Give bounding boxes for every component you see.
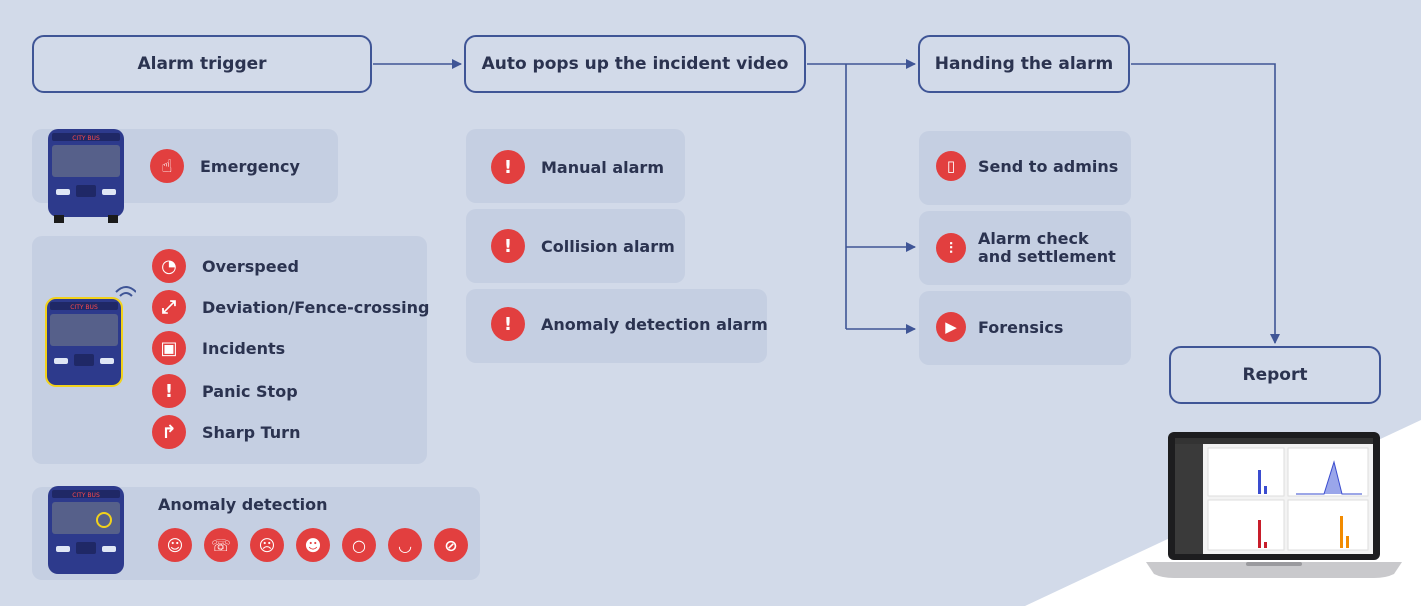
lane-deviation-icon: ⤢ <box>152 290 186 324</box>
check-label-line1: Alarm check <box>978 229 1089 248</box>
emergency-item: ☝ Emergency <box>150 149 300 183</box>
collision-alarm-label: Collision alarm <box>541 236 675 256</box>
exclamation-icon: ! <box>491 150 525 184</box>
report-node: Report <box>1169 346 1381 404</box>
anomaly-alarm-item: ! Anomaly detection alarm <box>491 307 768 341</box>
forensics-item: ▶ Forensics <box>936 312 1063 342</box>
laptop-dashboard-icon <box>1146 432 1402 578</box>
overspeed-label: Overspeed <box>202 256 299 276</box>
forensics-label: Forensics <box>978 317 1064 337</box>
auto-popup-label: Auto pops up the incident video <box>481 54 789 74</box>
incidents-label: Incidents <box>202 338 286 358</box>
report-label: Report <box>1242 365 1308 385</box>
handling-node: Handing the alarm <box>918 35 1130 93</box>
manual-alarm-item: ! Manual alarm <box>491 150 664 184</box>
play-clock-icon: ▶ <box>936 312 966 342</box>
incidents-item: ▣ Incidents <box>152 331 285 365</box>
sharp-turn-item: ↱ Sharp Turn <box>152 415 300 449</box>
handling-label: Handing the alarm <box>934 54 1114 74</box>
distraction-icon: ☻ <box>296 528 330 562</box>
anomaly-title: Anomaly detection <box>158 495 328 514</box>
city-bus-highlighted-icon: CITY BUS <box>45 286 136 387</box>
svg-text:CITY BUS: CITY BUS <box>72 135 100 142</box>
svg-text:CITY BUS: CITY BUS <box>70 304 98 311</box>
speedometer-icon: ◔ <box>152 249 186 283</box>
emergency-label: Emergency <box>200 156 300 176</box>
deviation-item: ⤢ Deviation/Fence-crossing <box>152 290 429 324</box>
auto-popup-node: Auto pops up the incident video <box>464 35 806 93</box>
exclamation-icon: ! <box>491 307 525 341</box>
alarm-trigger-node: Alarm trigger <box>32 35 372 93</box>
city-bus-driver-icon: CITY BUS <box>48 486 124 574</box>
smoking-icon: ☺ <box>158 528 192 562</box>
anomaly-title-label: Anomaly detection <box>158 495 328 514</box>
check-label-line2: and settlement <box>978 247 1116 266</box>
sharp-turn-label: Sharp Turn <box>202 422 301 442</box>
svg-text:CITY BUS: CITY BUS <box>72 492 100 499</box>
alarm-trigger-label: Alarm trigger <box>137 54 267 74</box>
check-label: Alarm check and settlement <box>978 230 1116 266</box>
drowsy-icon: ☹ <box>250 528 284 562</box>
deviation-label: Deviation/Fence-crossing <box>202 297 430 317</box>
eyes-closed-icon: ◡ <box>388 528 422 562</box>
overspeed-item: ◔ Overspeed <box>152 249 299 283</box>
hand-press-alert-icon: ☝ <box>150 149 184 183</box>
check-item: ⫶ Alarm check and settlement <box>936 230 1116 266</box>
collision-alarm-item: ! Collision alarm <box>491 229 675 263</box>
brake-alert-icon: ! <box>152 374 186 408</box>
audio-wave-icon: ⫶ <box>936 233 966 263</box>
bus-incident-icon: ▣ <box>152 331 186 365</box>
panic-stop-label: Panic Stop <box>202 381 298 401</box>
yawning-icon: ○ <box>342 528 376 562</box>
city-bus-icon: CITY BUS <box>48 129 124 223</box>
panic-stop-item: ! Panic Stop <box>152 374 298 408</box>
phone-icon: ▯ <box>936 151 966 181</box>
camera-blocked-icon: ⊘ <box>434 528 468 562</box>
anomaly-alarm-label: Anomaly detection alarm <box>541 314 768 334</box>
sharp-turn-icon: ↱ <box>152 415 186 449</box>
send-item: ▯ Send to admins <box>936 151 1118 181</box>
phone-call-icon: ☏ <box>204 528 238 562</box>
arrow-handling-to-report <box>1131 63 1280 344</box>
exclamation-icon: ! <box>491 229 525 263</box>
send-label: Send to admins <box>978 156 1119 176</box>
anomaly-icon-row: ☺ ☏ ☹ ☻ ○ ◡ ⊘ <box>158 528 468 562</box>
manual-alarm-label: Manual alarm <box>541 157 664 177</box>
